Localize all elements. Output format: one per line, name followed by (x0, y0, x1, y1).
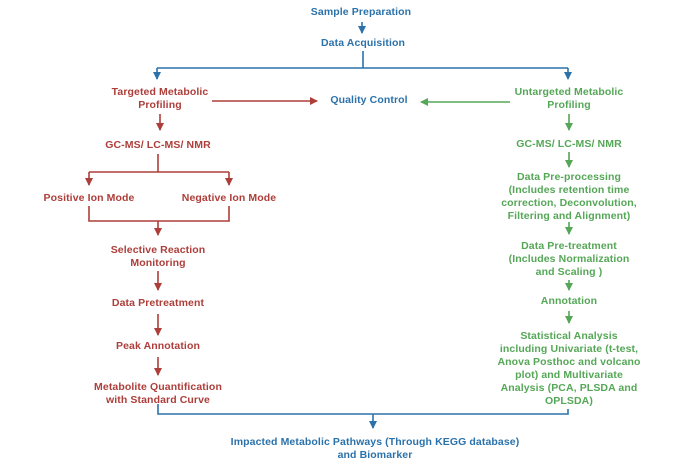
node-quality-control: Quality Control (330, 94, 408, 106)
node-statistical-analysis: Statistical Analysis including Univariat… (497, 330, 641, 407)
node-gcms-lcms-nmr-left: GC-MS/ LC-MS/ NMR (105, 139, 211, 151)
node-positive-ion-mode: Positive Ion Mode (43, 192, 135, 204)
merge-bottom-bracket (157, 404, 569, 415)
node-data-pretreatment-right: Data Pre-treatment (Includes Normalizati… (508, 240, 630, 278)
node-negative-ion-mode: Negative Ion Mode (181, 192, 277, 204)
node-metabolite-quantification: Metabolite Quantification with Standard … (94, 381, 222, 406)
node-untargeted-metabolic-profiling: Untargeted Metabolic Profiling (514, 86, 624, 111)
node-peak-annotation: Peak Annotation (116, 340, 200, 352)
node-data-preprocessing: Data Pre-processing (Includes retention … (501, 171, 637, 222)
node-targeted-metabolic-profiling: Targeted Metabolic Profiling (111, 86, 209, 111)
node-selective-reaction-monitoring: Selective Reaction Monitoring (110, 244, 206, 269)
split-gcms-ion-modes (89, 154, 229, 173)
node-sample-preparation: Sample Preparation (310, 6, 412, 18)
node-gcms-lcms-nmr-right: GC-MS/ LC-MS/ NMR (516, 138, 622, 150)
node-data-acquisition: Data Acquisition (320, 37, 406, 49)
node-data-pretreatment: Data Pretreatment (111, 297, 205, 309)
split-acquisition-branches (157, 51, 568, 69)
node-annotation: Annotation (540, 295, 598, 307)
node-impacted-pathways: Impacted Metabolic Pathways (Through KEG… (230, 436, 520, 461)
merge-ion-modes-bracket (88, 206, 230, 222)
